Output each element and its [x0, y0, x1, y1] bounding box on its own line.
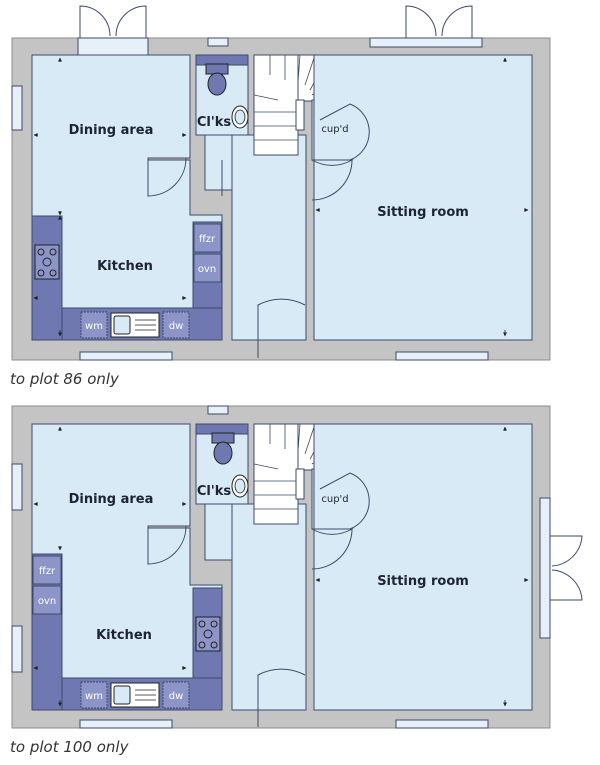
washing-machine-box	[80, 311, 108, 339]
sink-icon	[110, 682, 160, 708]
kitchen-units	[31, 553, 223, 711]
label-cupboard: cup'd	[321, 124, 348, 135]
label-kitchen: Kitchen	[96, 628, 152, 643]
toilet-icon	[211, 432, 235, 465]
hob-icon	[34, 244, 60, 280]
label-ffzr: ffzr	[199, 234, 216, 245]
label-cloakroom: Cl'ks	[197, 484, 232, 499]
label-cupboard: cup'd	[321, 494, 348, 505]
oven-box	[193, 253, 222, 283]
label-ovn: ovn	[198, 264, 216, 275]
dimension-arrows	[33, 57, 529, 337]
french-doors	[79, 5, 473, 38]
fridge-freezer-box	[193, 223, 222, 253]
fridge-freezer-box	[32, 555, 62, 585]
door-swings	[147, 472, 370, 727]
caption-plot-86: to plot 86 only	[10, 370, 119, 388]
label-sitting: Sitting room	[377, 205, 469, 220]
hob-icon	[195, 616, 221, 652]
label-dw: dw	[169, 321, 184, 332]
label-ovn: ovn	[38, 596, 56, 607]
label-wm: wm	[85, 691, 103, 702]
label-dining: Dining area	[69, 123, 154, 138]
caption-plot-100: to plot 100 only	[10, 738, 129, 756]
plan-plot-86: Dining area Kitchen Cl'ks cup'd Sitting …	[11, 5, 551, 361]
room-sitting	[313, 423, 533, 711]
label-dw: dw	[169, 691, 184, 702]
dishwasher-box	[162, 681, 190, 709]
room-hallway	[231, 134, 307, 341]
basin-icon	[231, 105, 249, 129]
dimension-arrows	[33, 426, 529, 707]
label-wm: wm	[85, 321, 103, 332]
kitchen-units	[31, 215, 223, 341]
room-hallway	[231, 503, 307, 711]
label-dining: Dining area	[69, 492, 154, 507]
oven-box	[32, 585, 62, 615]
label-cloakroom: Cl'ks	[197, 115, 232, 130]
dishwasher-box	[162, 311, 190, 339]
label-kitchen: Kitchen	[97, 259, 153, 274]
french-doors	[550, 535, 583, 601]
washing-machine-box	[80, 681, 108, 709]
room-sitting	[313, 54, 533, 341]
plan-plot-100: Dining area Kitchen Cl'ks cup'd Sitting …	[11, 405, 583, 729]
basin-icon	[231, 474, 249, 498]
label-sitting: Sitting room	[377, 574, 469, 589]
toilet-icon	[205, 63, 229, 96]
door-swings	[147, 103, 370, 358]
windows	[11, 37, 489, 361]
sink-icon	[110, 312, 160, 338]
label-ffzr: ffzr	[39, 566, 56, 577]
windows	[11, 405, 551, 729]
